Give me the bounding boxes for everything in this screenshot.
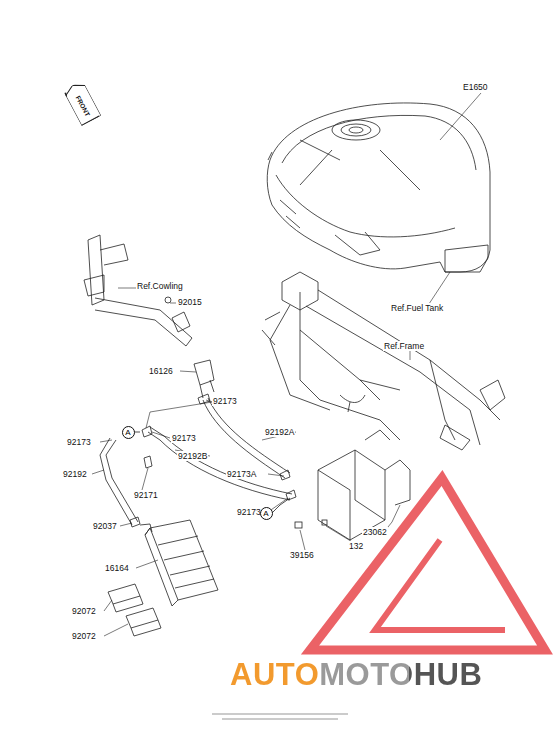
- callout-number: 92015: [177, 297, 203, 307]
- callout-number: 92192B: [177, 451, 208, 461]
- callout-number: 92173: [212, 396, 238, 406]
- node-text: A: [261, 509, 272, 518]
- callout-number: 23062: [362, 527, 388, 537]
- callout-number: 16126: [148, 366, 174, 376]
- callout-number: 92173: [66, 437, 92, 447]
- callout-number: 92171: [133, 490, 159, 500]
- reference-circle: A: [260, 507, 273, 520]
- reference-label: Ref.Frame: [383, 341, 425, 351]
- reference-label: Ref.Fuel Tank: [390, 303, 444, 313]
- reference-circle: A: [122, 426, 135, 439]
- callout-number: 132: [348, 541, 364, 551]
- callout-number: 16164: [104, 563, 130, 573]
- front-arrow-tag: FRONT: [63, 80, 101, 126]
- callout-number: 92173: [236, 507, 262, 517]
- callout-number: 92072: [71, 606, 97, 616]
- callout-number: 92173: [171, 433, 197, 443]
- callout-number: 92037: [92, 521, 118, 531]
- callout-number: 92192A: [264, 427, 295, 437]
- callout-number: 92173A: [226, 469, 257, 479]
- node-text: A: [123, 428, 134, 437]
- reference-label: Ref.Cowling: [136, 281, 184, 291]
- callout-number: 92192: [62, 469, 88, 479]
- callout-number: 39156: [289, 550, 315, 560]
- watermark: AUTOMOTOHUB: [230, 658, 482, 692]
- callout-number: 92072: [71, 631, 97, 641]
- reference-label: E1650: [462, 82, 489, 92]
